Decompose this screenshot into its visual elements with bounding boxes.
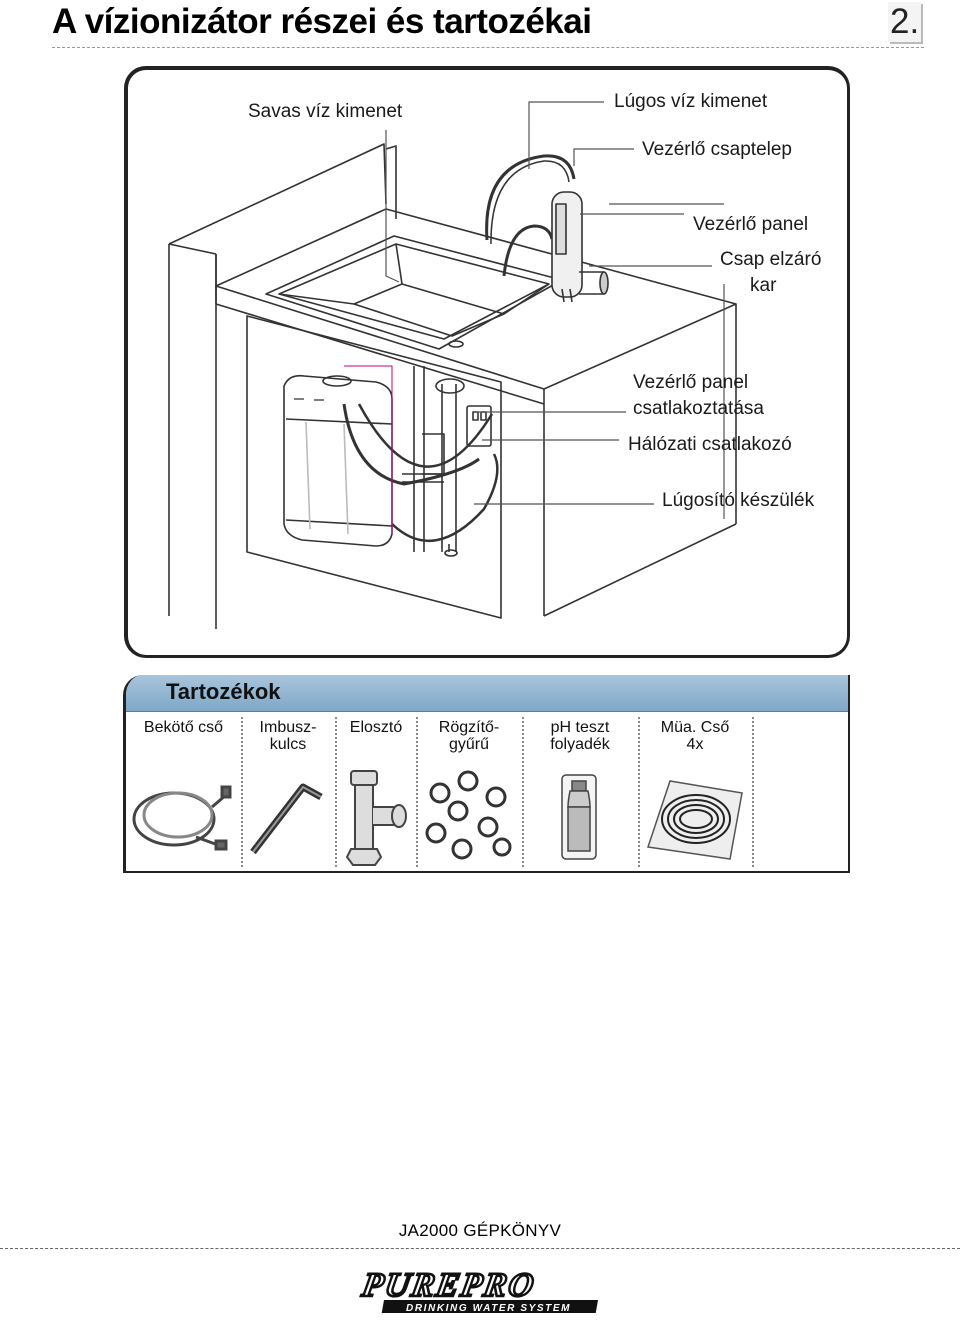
svg-text:DRINKING WATER SYSTEM: DRINKING WATER SYSTEM [406, 1303, 571, 1314]
callout-panel-connection-line1: Vezérlő panel [633, 372, 749, 393]
coiled-tube-icon [647, 780, 743, 860]
purepro-logo: PUREPRO DRINKING WATER SYSTEM [357, 1266, 599, 1314]
accessory-divider [522, 717, 524, 867]
accessory-label: Elosztó [349, 719, 403, 736]
accessories-title: Tartozékok [166, 679, 281, 704]
cabinet-opening [246, 315, 502, 619]
accessories-panel: Tartozékok Bekötő cső Imbusz- kulcs [123, 675, 850, 873]
alkaline-faucet-spout [485, 154, 576, 241]
wall-outline [168, 143, 387, 245]
callout-shutoff-lever-line1: Csap elzáró [720, 249, 822, 270]
accessory-label: folyadék [550, 736, 610, 753]
sink-cabinet-illustration [168, 101, 737, 629]
accessory-item: Imbusz- kulcs [243, 713, 333, 871]
accessory-label: Müa. Cső [660, 719, 730, 736]
hose-line [342, 403, 480, 486]
accessory-divider [752, 717, 754, 867]
accessory-item: Müa. Cső 4x [640, 713, 750, 871]
accessory-label: Rögzítő- [438, 719, 500, 736]
accessory-label: kulcs [269, 736, 307, 753]
accessory-item: Rögzítő- gyűrű [418, 713, 520, 871]
callout-power-connector: Hálózati csatlakozó [628, 434, 792, 455]
acid-faucet-spout [502, 224, 554, 277]
callout-panel-connection-line2: csatlakoztatása [633, 398, 764, 419]
callout-alkaline-water-outlet: Lúgos víz kimenet [614, 91, 768, 112]
accessory-divider [638, 717, 640, 867]
page-title: A vízionizátor részei és tartozékai [52, 2, 592, 41]
footer-divider [0, 1248, 960, 1249]
hex-key-icon [250, 783, 323, 855]
drain-pipe [413, 366, 425, 552]
page-number: 2. [888, 2, 922, 42]
accessory-label: gyűrű [448, 736, 490, 753]
accessory-divider [335, 717, 337, 867]
accessory-label: pH teszt [550, 719, 610, 736]
accessory-label: Imbusz- [259, 719, 317, 736]
accessory-item: Bekötő cső [126, 713, 241, 871]
callout-control-panel: Vezérlő panel [693, 214, 809, 235]
hose-icon [132, 785, 232, 851]
callout-alkalizer-unit: Lúgosító készülék [662, 490, 815, 511]
accessory-item: pH teszt folyadék [524, 713, 636, 871]
manual-name: JA2000 GÉPKÖNYV [398, 1221, 562, 1240]
ph-bottle-icon [561, 774, 597, 860]
callout-acid-water-outlet: Savas víz kimenet [248, 101, 403, 122]
accessory-divider [241, 717, 243, 867]
callout-control-faucet: Vezérlő csaptelep [642, 139, 792, 160]
countertop [215, 208, 737, 390]
accessory-divider [416, 717, 418, 867]
title-divider [52, 47, 924, 48]
wall-socket [466, 405, 492, 447]
tee-splitter-icon [345, 770, 407, 866]
accessories-header: Tartozékok [126, 675, 848, 712]
clamp-rings-icon [425, 770, 512, 860]
accessory-item: Elosztó [337, 713, 415, 871]
accessory-label: Bekötő cső [143, 719, 224, 736]
installation-diagram: Savas víz kimenet Lúgos víz kimenet Vezé… [124, 66, 850, 658]
svg-text:PUREPRO: PUREPRO [358, 1266, 538, 1304]
accessory-label: 4x [686, 736, 704, 753]
callout-shutoff-lever-line2: kar [750, 275, 777, 296]
